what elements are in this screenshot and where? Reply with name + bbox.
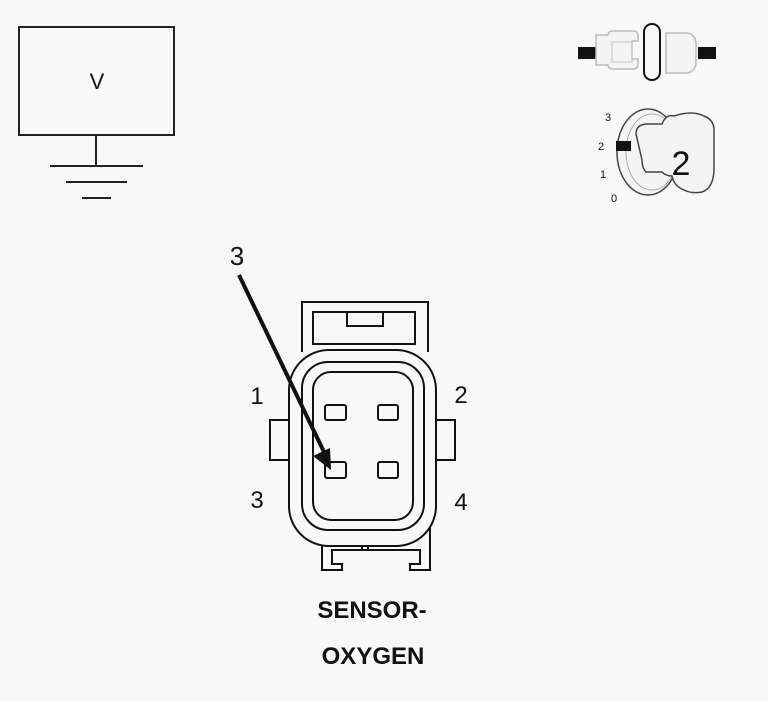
oxygen-sensor-connector bbox=[269, 301, 456, 571]
connector-right-ear bbox=[434, 419, 456, 461]
ignition-position-1: 1 bbox=[600, 169, 606, 181]
connector-left-ear bbox=[269, 419, 292, 461]
voltmeter-symbol: V bbox=[90, 69, 105, 94]
connector-latch-tab bbox=[346, 311, 384, 327]
ground-icon bbox=[50, 165, 143, 199]
pin-label-1: 1 bbox=[250, 383, 263, 410]
voltmeter-box bbox=[18, 26, 175, 136]
ignition-position-3: 3 bbox=[605, 112, 611, 124]
ignition-position-2: 2 bbox=[598, 141, 604, 153]
pin-cavity-2 bbox=[377, 404, 399, 421]
callout-arrow bbox=[237, 274, 331, 470]
connector-title-line2: OXYGEN bbox=[322, 643, 425, 670]
connector-cavity-wall bbox=[312, 371, 414, 521]
connector-title-line1: SENSOR- bbox=[317, 597, 426, 624]
disconnected-connector-icon bbox=[578, 23, 716, 81]
pin-label-3: 3 bbox=[250, 487, 263, 514]
ignition-position-0: 0 bbox=[611, 193, 617, 205]
pin-label-4: 4 bbox=[454, 489, 467, 516]
ignition-selected-position: 2 bbox=[672, 145, 691, 183]
voltmeter: V bbox=[18, 26, 175, 199]
callout-label: 3 bbox=[230, 241, 244, 271]
pin-label-2: 2 bbox=[454, 382, 467, 409]
pin-cavity-4 bbox=[377, 461, 399, 479]
ignition-key-icon: 3 2 1 0 2 bbox=[598, 108, 715, 205]
pin-cavity-1 bbox=[324, 404, 347, 421]
